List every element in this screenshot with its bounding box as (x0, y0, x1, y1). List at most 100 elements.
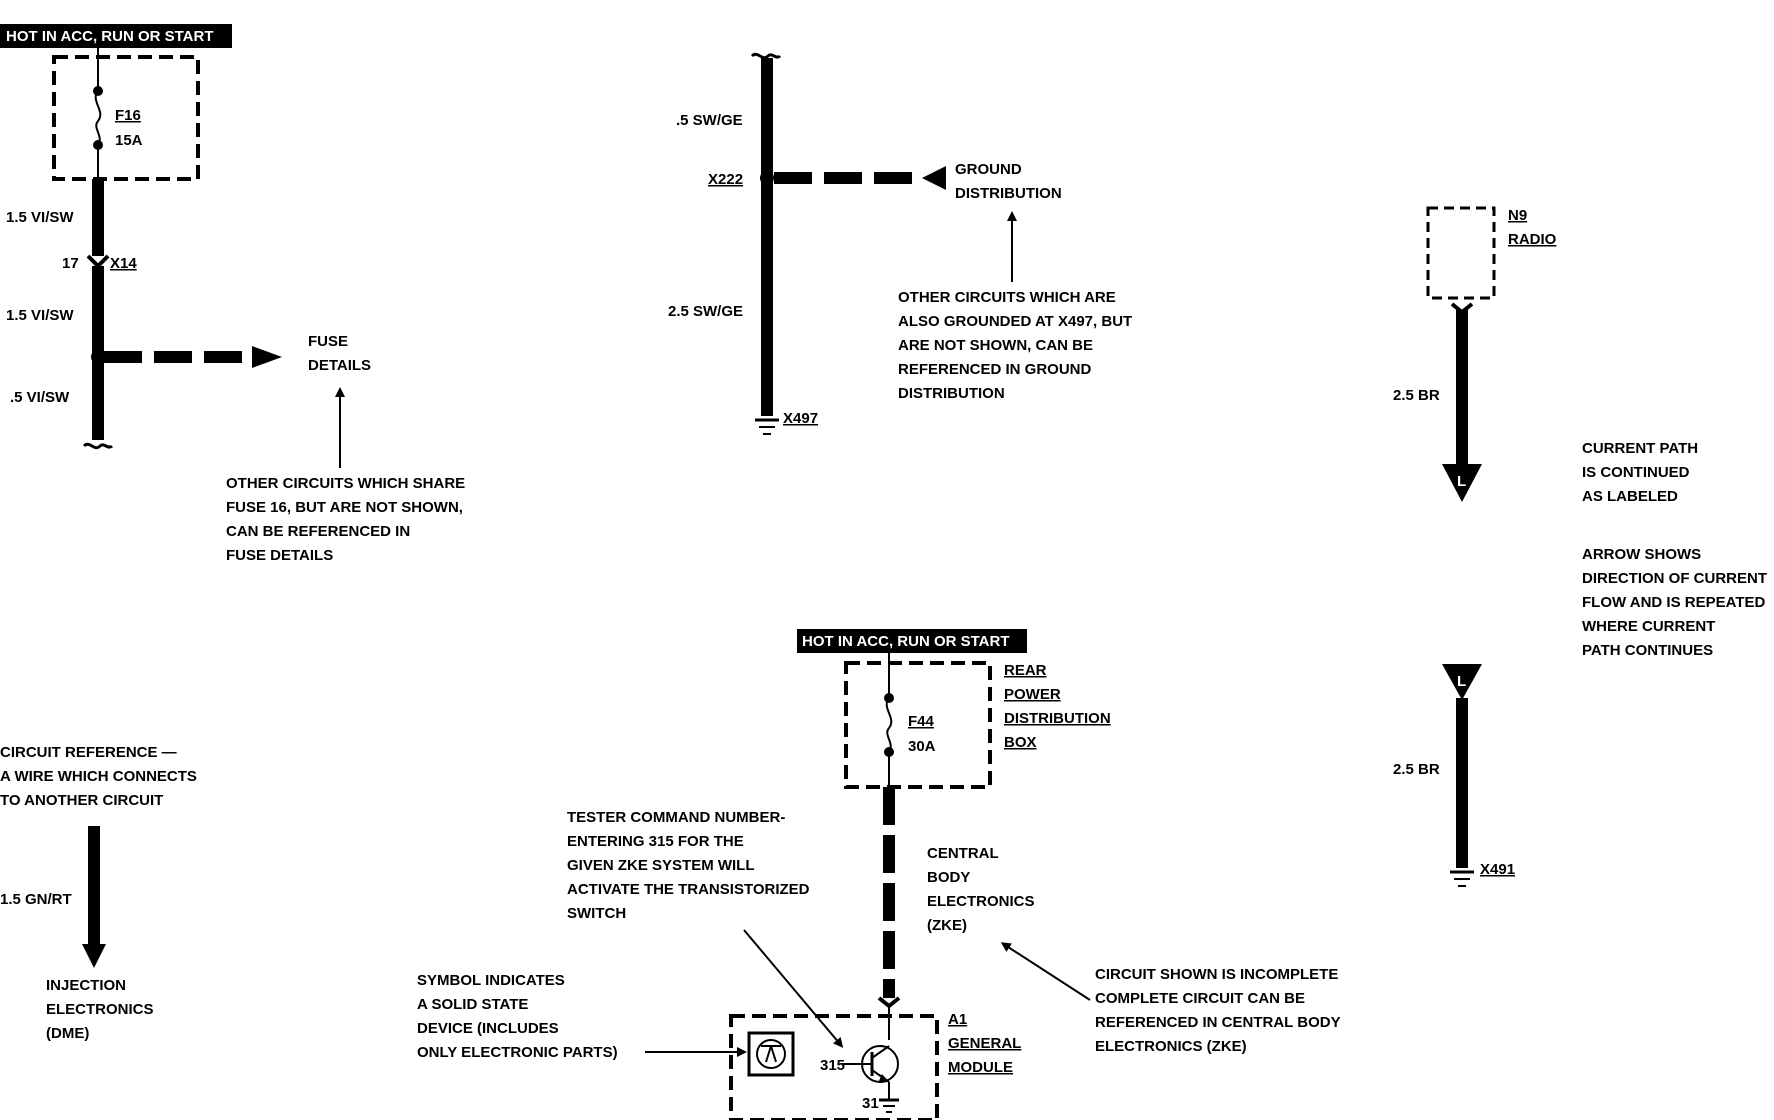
hot-label-bg (0, 24, 232, 48)
box-line-2: POWER (1004, 686, 1061, 703)
arrow-note-line-5: PATH CONTINUES (1582, 642, 1713, 659)
hot-label: HOT IN ACC, RUN OR START (802, 633, 1010, 650)
incomplete-line-4: ELECTRONICS (ZKE) (1095, 1038, 1247, 1055)
fuse-rating: 30A (908, 738, 936, 755)
tester-line-5: SWITCH (567, 905, 626, 922)
wire-label-2: 2.5 SW/GE (668, 303, 743, 320)
component-name: RADIO (1508, 231, 1557, 248)
wire-label-2: 2.5 BR (1393, 761, 1440, 778)
wire-label-3: .5 VI/SW (10, 389, 70, 406)
box-line-4: BOX (1004, 734, 1037, 751)
note-line-4: FUSE DETAILS (226, 547, 333, 564)
ground-icon (1450, 870, 1474, 887)
arrow-note-line-2: DIRECTION OF CURRENT (1582, 570, 1767, 587)
splice-x222: X222 (708, 171, 743, 188)
rear-power-box-outline (844, 661, 992, 789)
ground-dist-line-1: GROUND (955, 161, 1022, 178)
box-line-1: REAR (1004, 662, 1047, 679)
fuse-id: F16 (115, 107, 141, 124)
solid-state-device-icon (747, 1031, 795, 1077)
wire-break-icon (750, 52, 782, 60)
module-id: A1 (948, 1011, 967, 1028)
pin-315: 315 (820, 1057, 845, 1074)
branch-arrowhead (252, 346, 282, 368)
module-line-1: GENERAL (948, 1035, 1021, 1052)
pointer-arrow (1000, 942, 1091, 1001)
splice-dot (760, 171, 774, 185)
connector-x14: X14 (110, 255, 137, 272)
note-line-3: ARE NOT SHOWN, CAN BE (898, 337, 1093, 354)
hot-label-bg (797, 629, 1027, 653)
tester-line-2: ENTERING 315 FOR THE (567, 833, 744, 850)
symbol-line-3: DEVICE (INCLUDES (417, 1020, 559, 1037)
ground-dist-arrowhead (922, 166, 946, 190)
radio-box-outline (1426, 206, 1496, 300)
zke-line-4: (ZKE) (927, 917, 967, 934)
hot-label: HOT IN ACC, RUN OR START (6, 28, 214, 45)
arrow-note-line-1: ARROW SHOWS (1582, 546, 1701, 563)
module-box-outline (729, 1014, 939, 1120)
fuse-box-outline (52, 55, 200, 181)
wire-label-1: 1.5 VI/SW (6, 209, 74, 226)
ref-line-1: CIRCUIT REFERENCE — (0, 744, 177, 761)
ref-line-2: A WIRE WHICH CONNECTS (0, 768, 197, 785)
flow-arrow-down-icon (1442, 664, 1482, 700)
note-line-3: CAN BE REFERENCED IN (226, 523, 410, 540)
fuse-rating: 15A (115, 132, 143, 149)
general-module-section: HOT IN ACC, RUN OR START F44 30A REAR PO… (417, 629, 1341, 1120)
connector-icon (877, 996, 901, 1009)
ground-icon (755, 418, 779, 435)
wire-break-icon (82, 442, 114, 450)
note-line-1: OTHER CIRCUITS WHICH SHARE (226, 475, 465, 492)
symbol-line-4: ONLY ELECTRONIC PARTS) (417, 1044, 618, 1061)
fuse-icon (885, 697, 893, 753)
ground-x497-section: .5 SW/GE X222 GROUND DISTRIBUTION 2.5 SW… (668, 52, 1132, 435)
symbol-line-1: SYMBOL INDICATES (417, 972, 565, 989)
wire-label-1: 2.5 BR (1393, 387, 1440, 404)
path-label-l-2: L (1457, 673, 1466, 690)
wire-label-2: 1.5 VI/SW (6, 307, 74, 324)
dest-line-3: (DME) (46, 1025, 89, 1042)
transistor-icon (842, 1006, 899, 1100)
circuit-reference-section: CIRCUIT REFERENCE — A WIRE WHICH CONNECT… (0, 744, 197, 1042)
path-note-line-1: CURRENT PATH (1582, 440, 1698, 457)
fuse-details-line-1: FUSE (308, 333, 348, 350)
ground-icon (879, 1098, 899, 1113)
tester-line-4: ACTIVATE THE TRANSISTORIZED (567, 881, 810, 898)
fuse-details-line-2: DETAILS (308, 357, 371, 374)
note-line-1: OTHER CIRCUITS WHICH ARE (898, 289, 1116, 306)
incomplete-line-2: COMPLETE CIRCUIT CAN BE (1095, 990, 1305, 1007)
note-line-4: REFERENCED IN GROUND (898, 361, 1092, 378)
note-line-2: ALSO GROUNDED AT X497, BUT (898, 313, 1132, 330)
pointer-arrow (743, 929, 844, 1048)
zke-line-1: CENTRAL (927, 845, 999, 862)
ground-dist-line-2: DISTRIBUTION (955, 185, 1062, 202)
note-line-2: FUSE 16, BUT ARE NOT SHOWN, (226, 499, 463, 516)
path-note-line-3: AS LABELED (1582, 488, 1678, 505)
ground-x491: X491 (1480, 861, 1515, 878)
note-line-5: DISTRIBUTION (898, 385, 1005, 402)
wire-label: 1.5 GN/RT (0, 891, 72, 908)
splice-dot (91, 350, 105, 364)
tester-line-1: TESTER COMMAND NUMBER- (567, 809, 785, 826)
fuse-id: F44 (908, 713, 935, 730)
flow-arrow-down-icon (1442, 464, 1482, 502)
symbol-line-2: A SOLID STATE (417, 996, 528, 1013)
dest-line-1: INJECTION (46, 977, 126, 994)
incomplete-line-1: CIRCUIT SHOWN IS INCOMPLETE (1095, 966, 1338, 983)
ground-x497: X497 (783, 410, 818, 427)
radio-n9-section: N9 RADIO 2.5 BR L CURRENT PATH IS CONTIN… (1393, 206, 1767, 887)
path-note-line-2: IS CONTINUED (1582, 464, 1690, 481)
connector-x14-icon (86, 254, 110, 269)
zke-line-3: ELECTRONICS (927, 893, 1035, 910)
incomplete-line-3: REFERENCED IN CENTRAL BODY (1095, 1014, 1341, 1031)
fuse-f16-section: HOT IN ACC, RUN OR START F16 15A 1.5 VI/… (0, 24, 465, 564)
dest-line-2: ELECTRONICS (46, 1001, 154, 1018)
module-line-2: MODULE (948, 1059, 1013, 1076)
ref-line-3: TO ANOTHER CIRCUIT (0, 792, 163, 809)
pin-31: 31 (862, 1095, 879, 1112)
arrow-note-line-4: WHERE CURRENT (1582, 618, 1715, 635)
arrow-note-line-3: FLOW AND IS REPEATED (1582, 594, 1766, 611)
tester-line-3: GIVEN ZKE SYSTEM WILL (567, 857, 755, 874)
